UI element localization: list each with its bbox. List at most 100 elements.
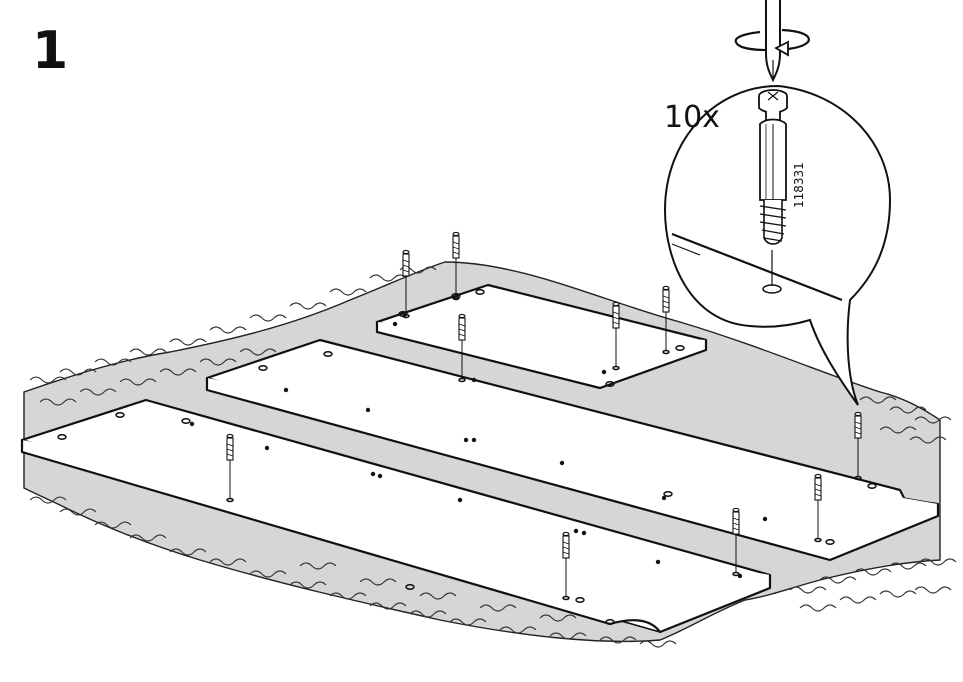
dowel-target-hole bbox=[732, 571, 740, 577]
texture-stroke bbox=[599, 636, 637, 644]
hole-dot bbox=[377, 473, 383, 479]
texture-stroke bbox=[249, 570, 287, 578]
dowel-head bbox=[458, 313, 466, 319]
dowel-target-hole bbox=[814, 537, 822, 543]
texture-stroke bbox=[29, 496, 67, 504]
cam-dowel bbox=[612, 301, 620, 371]
cam-dowel bbox=[226, 433, 234, 503]
texture-stroke bbox=[169, 548, 207, 556]
panel-front-long bbox=[20, 398, 772, 634]
detail-callout bbox=[663, 84, 892, 406]
dowel-head bbox=[452, 231, 460, 237]
texture-stroke bbox=[94, 521, 132, 529]
texture-stroke bbox=[369, 274, 407, 282]
hole-dot bbox=[457, 497, 463, 503]
dowel-thread bbox=[562, 541, 570, 555]
panel-middle-long bbox=[205, 338, 940, 562]
texture-stroke bbox=[839, 596, 877, 604]
texture-stroke bbox=[909, 436, 947, 444]
dowel-thread bbox=[458, 323, 466, 337]
texture-stroke bbox=[549, 632, 587, 640]
dowel-thread bbox=[662, 295, 670, 309]
texture-stroke bbox=[369, 602, 407, 610]
dowel-thread bbox=[814, 483, 822, 497]
texture-stroke bbox=[854, 568, 892, 576]
texture-stroke bbox=[539, 614, 577, 622]
cam-dowel bbox=[402, 249, 410, 319]
dowel-target-hole bbox=[662, 349, 670, 355]
texture-stroke bbox=[209, 326, 247, 334]
hole-ring bbox=[605, 619, 615, 625]
hole-ring bbox=[115, 412, 125, 418]
dowel-head bbox=[226, 433, 234, 439]
hole-ring bbox=[475, 289, 485, 295]
cam-dowel bbox=[814, 473, 822, 543]
texture-stroke bbox=[329, 288, 367, 296]
texture-stroke bbox=[249, 314, 287, 322]
texture-stroke bbox=[889, 406, 927, 414]
dowel-head bbox=[854, 411, 862, 417]
texture-stroke bbox=[159, 368, 197, 376]
dowel-head bbox=[662, 285, 670, 291]
cam-dowel bbox=[662, 285, 670, 355]
dowel-head bbox=[612, 301, 620, 307]
hole-ring bbox=[258, 365, 268, 371]
texture-stroke bbox=[169, 338, 207, 346]
texture-stroke bbox=[914, 416, 952, 424]
texture-stroke bbox=[329, 592, 367, 600]
hole-ring bbox=[57, 434, 67, 440]
texture-stroke bbox=[129, 348, 167, 356]
texture-stroke bbox=[119, 378, 157, 386]
dowel-thread bbox=[612, 311, 620, 325]
dowel-head bbox=[814, 473, 822, 479]
texture-stroke bbox=[29, 376, 67, 384]
dowel-target-hole bbox=[562, 595, 570, 601]
rotate-clockwise-icon bbox=[734, 28, 810, 57]
hole-dot bbox=[581, 530, 587, 536]
quantity-label: 10x bbox=[664, 100, 720, 135]
dowel-thread bbox=[732, 517, 740, 531]
texture-stroke bbox=[919, 558, 957, 566]
dowel-head bbox=[402, 249, 410, 255]
hole-dot bbox=[471, 437, 477, 443]
dowel-thread bbox=[226, 443, 234, 457]
step-number: 1 bbox=[32, 21, 68, 81]
texture-stroke bbox=[914, 586, 952, 594]
hole-dot bbox=[463, 437, 469, 443]
hole-dot bbox=[370, 471, 376, 477]
texture-stroke bbox=[289, 302, 327, 310]
hole-dot bbox=[264, 445, 270, 451]
texture-stroke bbox=[129, 534, 167, 542]
texture-stroke bbox=[39, 398, 77, 406]
dowel-target-hole bbox=[226, 497, 234, 503]
hole-dot bbox=[365, 407, 371, 413]
texture-stroke bbox=[449, 618, 487, 626]
texture-stroke bbox=[199, 358, 237, 366]
dowel-head bbox=[732, 507, 740, 513]
hole-dot bbox=[601, 369, 607, 375]
hole-ring bbox=[605, 381, 615, 387]
hole-ring bbox=[675, 345, 685, 351]
hole-dot bbox=[283, 387, 289, 393]
hole-dot bbox=[573, 528, 579, 534]
cam-dowel bbox=[452, 231, 460, 301]
texture-stroke bbox=[359, 578, 397, 586]
texture-stroke bbox=[819, 576, 857, 584]
texture-stroke bbox=[209, 558, 247, 566]
texture-stroke bbox=[859, 396, 897, 404]
hole-ring bbox=[825, 539, 835, 545]
texture-stroke bbox=[419, 592, 457, 600]
hole-ring bbox=[181, 418, 191, 424]
screwdriver-icon bbox=[765, 0, 781, 83]
part-number: 118331 bbox=[792, 162, 806, 208]
carpet-texture bbox=[29, 266, 957, 648]
texture-stroke bbox=[94, 358, 132, 366]
dowel-thread bbox=[452, 241, 460, 255]
dowel-target-hole bbox=[612, 365, 620, 371]
hole-dot bbox=[559, 460, 565, 466]
dowel-target-hole bbox=[854, 475, 862, 481]
dowel-target-hole bbox=[452, 295, 460, 301]
cam-dowel-icon bbox=[758, 89, 788, 245]
hole-ring bbox=[405, 584, 415, 590]
